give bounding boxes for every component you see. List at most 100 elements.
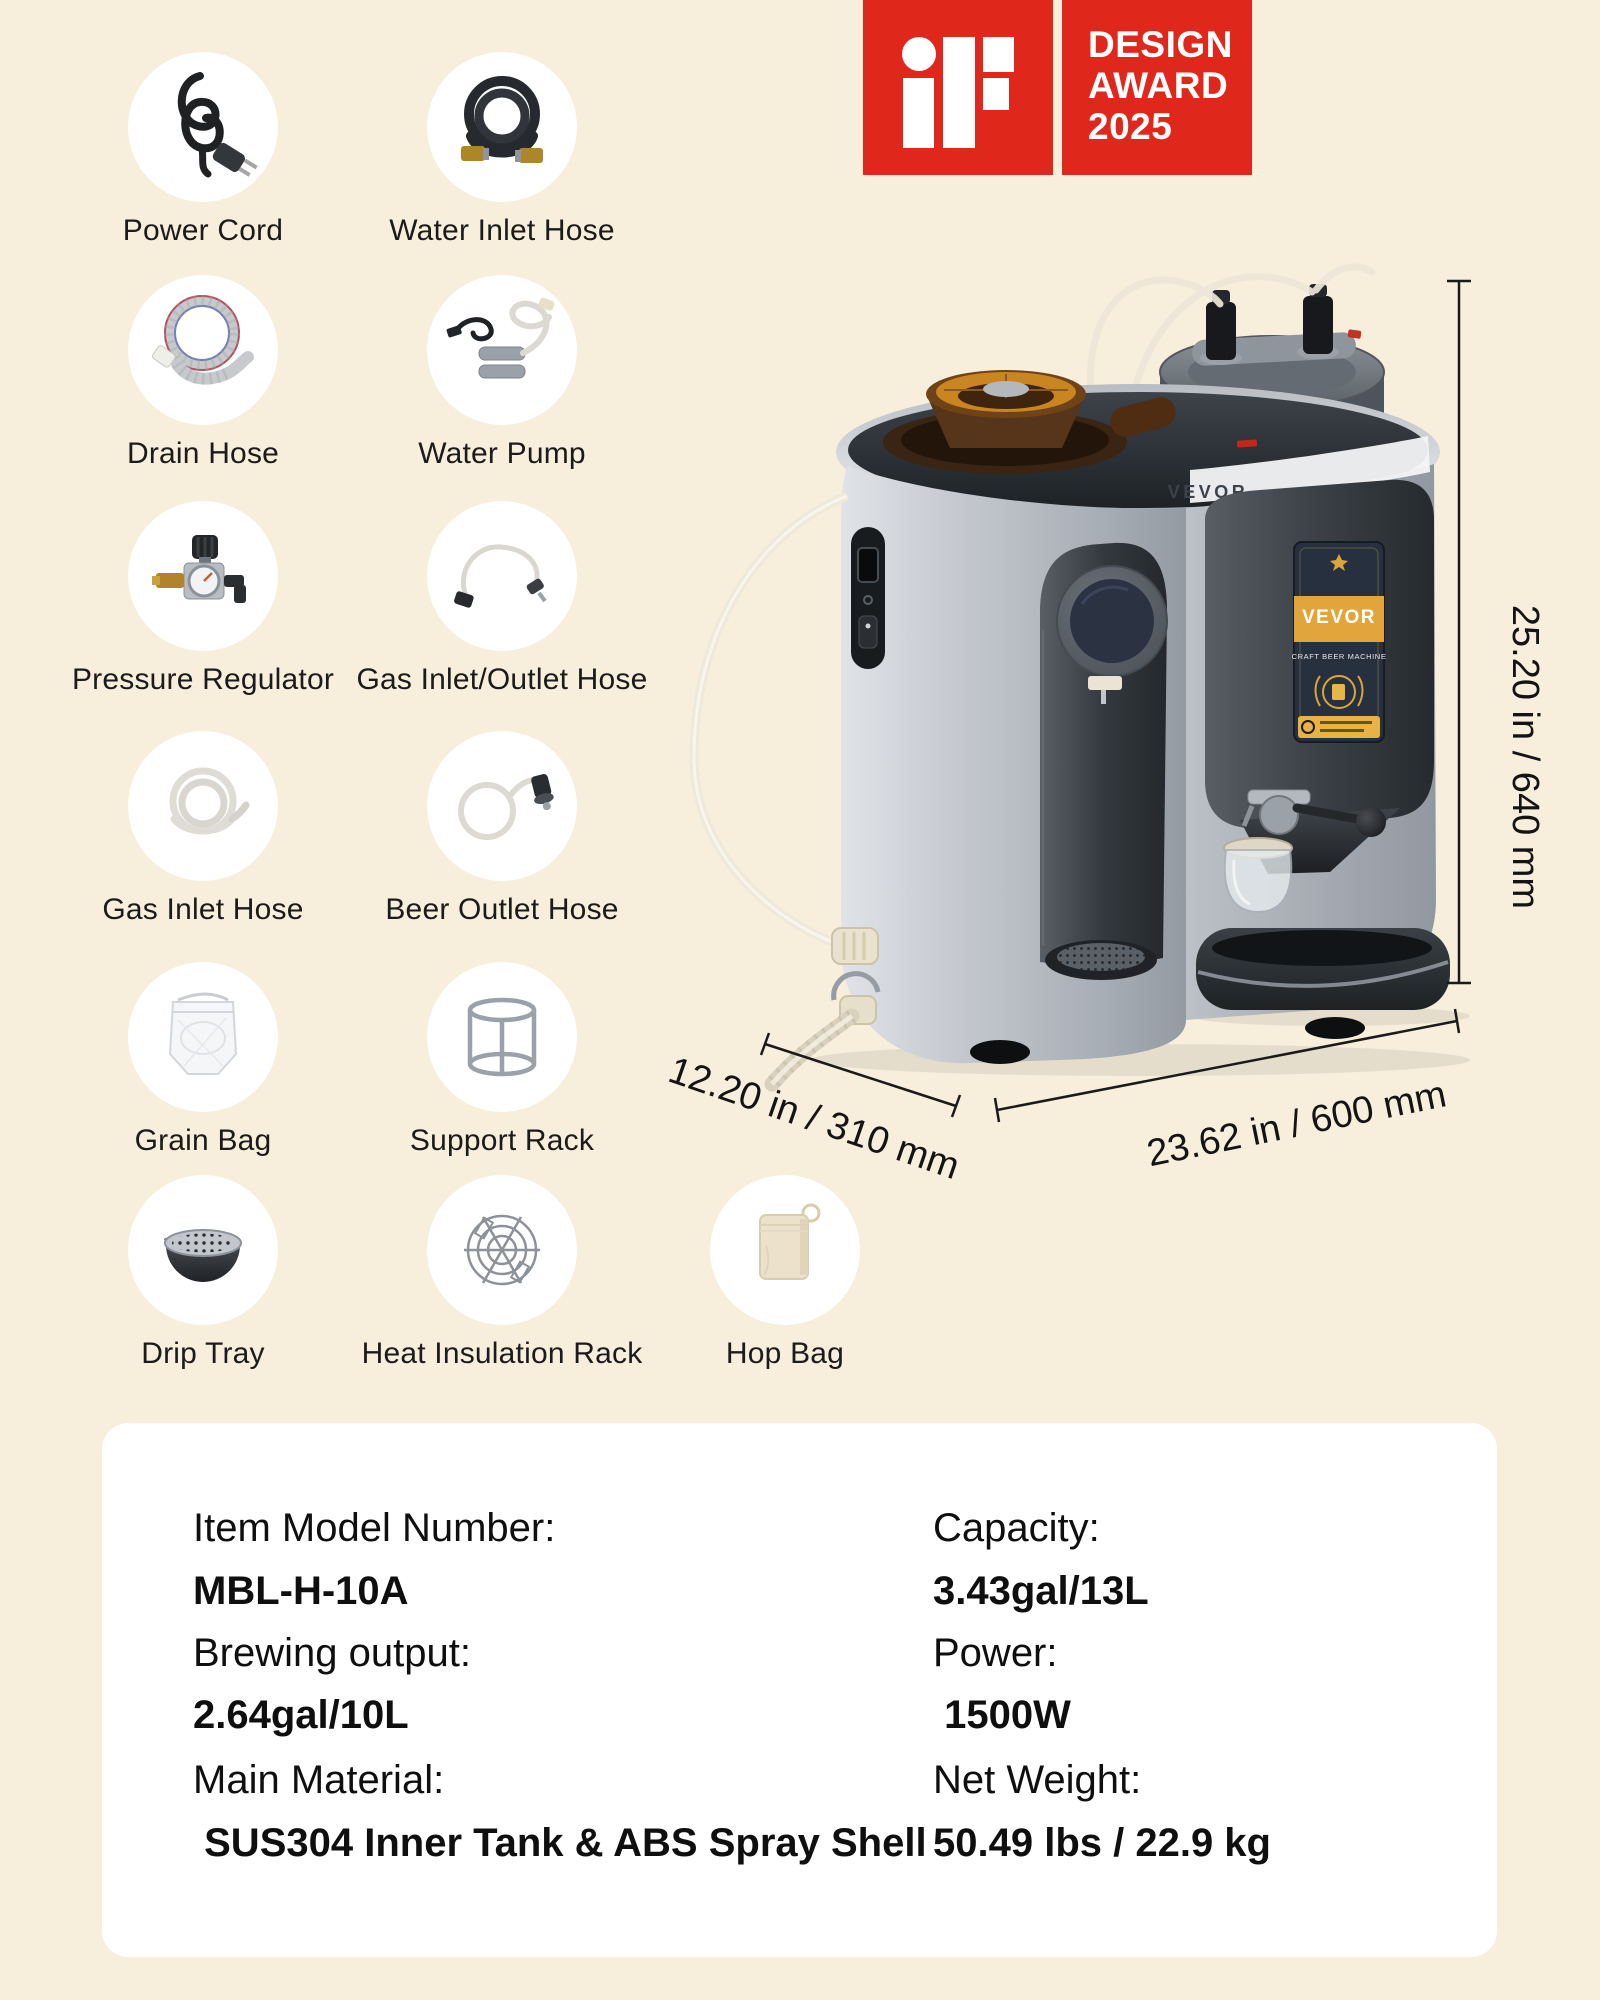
accessory-label: Gas Inlet/Outlet Hose: [356, 663, 648, 696]
glass-jar: [1223, 837, 1293, 914]
spec-material-value: SUS304 Inner Tank & ABS Spray Shell: [193, 1821, 927, 1865]
drip-tray-icon: [164, 1229, 242, 1282]
accessory-grain-bag: Grain Bag: [33, 962, 373, 1158]
spec-output-label: Brewing output:: [193, 1631, 471, 1675]
tower-drip-grate: [1057, 943, 1145, 971]
spec-output-value: 2.64gal/10L: [193, 1693, 409, 1737]
machine-foot: [970, 1040, 1030, 1064]
badge-line-design: DESIGN: [1088, 24, 1233, 65]
width-dimension-label: 23.62 in / 600 mm: [1143, 1073, 1449, 1175]
hop-bag-icon: [759, 1203, 821, 1280]
badge-line-award: AWARD: [1088, 65, 1229, 106]
accessory-support-rack: Support Rack: [332, 962, 672, 1158]
tank-label-subtitle: CRAFT BEER MACHINE: [1292, 652, 1387, 661]
spec-capacity-label: Capacity:: [933, 1506, 1100, 1550]
accessory-icon-circle: [128, 962, 278, 1112]
accessory-label: Drip Tray: [141, 1337, 265, 1370]
accessory-drain-hose: Drain Hose: [33, 275, 373, 471]
spec-panel: [102, 1423, 1497, 1957]
spec-model-label: Item Model Number:: [193, 1506, 556, 1550]
accessory-label: Water Inlet Hose: [389, 214, 615, 247]
body-white-band: [1190, 436, 1430, 503]
if-logo-square: [863, 0, 1053, 175]
depth-dimension-line: [764, 1042, 957, 1108]
valve-lever-ball: [1356, 807, 1386, 837]
keg-post-left: [1200, 290, 1242, 365]
accessory-label: Power Cord: [122, 214, 284, 247]
accessory-icon-circle: [427, 52, 577, 202]
accessory-label: Heat Insulation Rack: [361, 1337, 643, 1370]
spec-capacity-value: 3.43gal/13L: [933, 1569, 1149, 1613]
accessory-icon-circle: [128, 1175, 278, 1325]
keg-post-right: [1297, 284, 1339, 359]
spec-power-label: Power:: [933, 1631, 1058, 1675]
accessory-icon-circle: [128, 731, 278, 881]
heat-insulation-rack-icon: [464, 1214, 540, 1286]
machine-foot: [1305, 1017, 1365, 1039]
power-switch: [858, 615, 878, 649]
accessory-drip-tray: Drip Tray: [33, 1175, 373, 1371]
drain-tube: [689, 491, 881, 1092]
accessory-label: Hop Bag: [725, 1337, 845, 1370]
height-dimension-label: 25.20 in / 640 mm: [1504, 605, 1546, 909]
accessory-water-pump: Water Pump: [332, 275, 672, 471]
tank-label-brand: VEVOR: [1302, 607, 1376, 628]
power-indicator: [1236, 439, 1258, 448]
accessory-gas-inlet-hose: Gas Inlet Hose: [33, 731, 373, 927]
accessory-icon-circle: [128, 275, 278, 425]
power-panel: [851, 527, 885, 669]
water-inlet-hose-icon: [461, 76, 543, 163]
accessory-icon-circle: [427, 501, 577, 651]
drain-hose-icon: [151, 295, 254, 385]
tap-tower: [1040, 542, 1168, 980]
spec-power-value: 1500W: [933, 1693, 1071, 1737]
accessory-label: Water Pump: [418, 437, 586, 470]
accessory-heat-insulation-rack: Heat Insulation Rack: [332, 1175, 672, 1371]
accessory-hop-bag: Hop Bag: [615, 1175, 955, 1371]
accessory-icon-circle: [128, 501, 278, 651]
accessory-power-cord: Power Cord: [33, 52, 373, 248]
accessory-label: Grain Bag: [134, 1124, 272, 1157]
accessory-water-inlet-hose: Water Inlet Hose: [332, 52, 672, 248]
tank-label: VEVOR CRAFT BEER MACHINE: [1292, 541, 1387, 743]
accessory-icon-circle: [128, 52, 278, 202]
spec-model-value: MBL-H-10A: [193, 1569, 409, 1613]
accessory-label: Pressure Regulator: [71, 663, 335, 696]
beer-outlet-hose-icon: [458, 774, 554, 840]
spec-weight-label: Net Weight:: [933, 1758, 1142, 1802]
funnel-lid: [883, 370, 1176, 474]
power-socket: [857, 547, 879, 583]
accessory-icon-circle: [427, 731, 577, 881]
power-cord-icon: [177, 72, 258, 178]
pressure-regulator-icon: [152, 535, 246, 603]
accessory-gas-inlet-outlet-hose: Gas Inlet/Outlet Hose: [332, 501, 672, 697]
accessory-beer-outlet-hose: Beer Outlet Hose: [332, 731, 672, 927]
grain-bag-icon: [168, 992, 238, 1075]
drip-tray-base: [1196, 928, 1450, 1010]
if-award-text: DESIGN AWARD 2025: [1062, 0, 1252, 175]
badge-line-year: 2025: [1088, 106, 1173, 147]
tri-clamp-valve: [1241, 789, 1386, 837]
water-pump-icon: [446, 297, 555, 379]
width-dimension-line: [996, 1019, 1458, 1112]
if-award-text-square: DESIGN AWARD 2025: [1062, 0, 1252, 175]
tap-display-screen: [1070, 579, 1154, 663]
accessory-label: Gas Inlet Hose: [102, 893, 304, 926]
spec-material-label: Main Material:: [193, 1758, 445, 1802]
accessory-icon-circle: [427, 275, 577, 425]
accessory-label: Support Rack: [409, 1124, 595, 1157]
accessory-label: Beer Outlet Hose: [385, 893, 619, 926]
accessory-icon-circle: [427, 962, 577, 1112]
accessory-pressure-regulator: Pressure Regulator: [33, 501, 373, 697]
gas-tubes: [1087, 263, 1376, 436]
dimension-annotations: [759, 279, 1471, 1123]
accessory-label: Drain Hose: [126, 437, 280, 470]
gas-inlet-hose-icon: [169, 767, 250, 835]
accessory-icon-circle: [427, 1175, 577, 1325]
tap-spout: [1088, 676, 1122, 690]
lid-handle: [1110, 397, 1176, 437]
accessory-icon-circle: [710, 1175, 860, 1325]
support-rack-icon: [467, 997, 537, 1077]
